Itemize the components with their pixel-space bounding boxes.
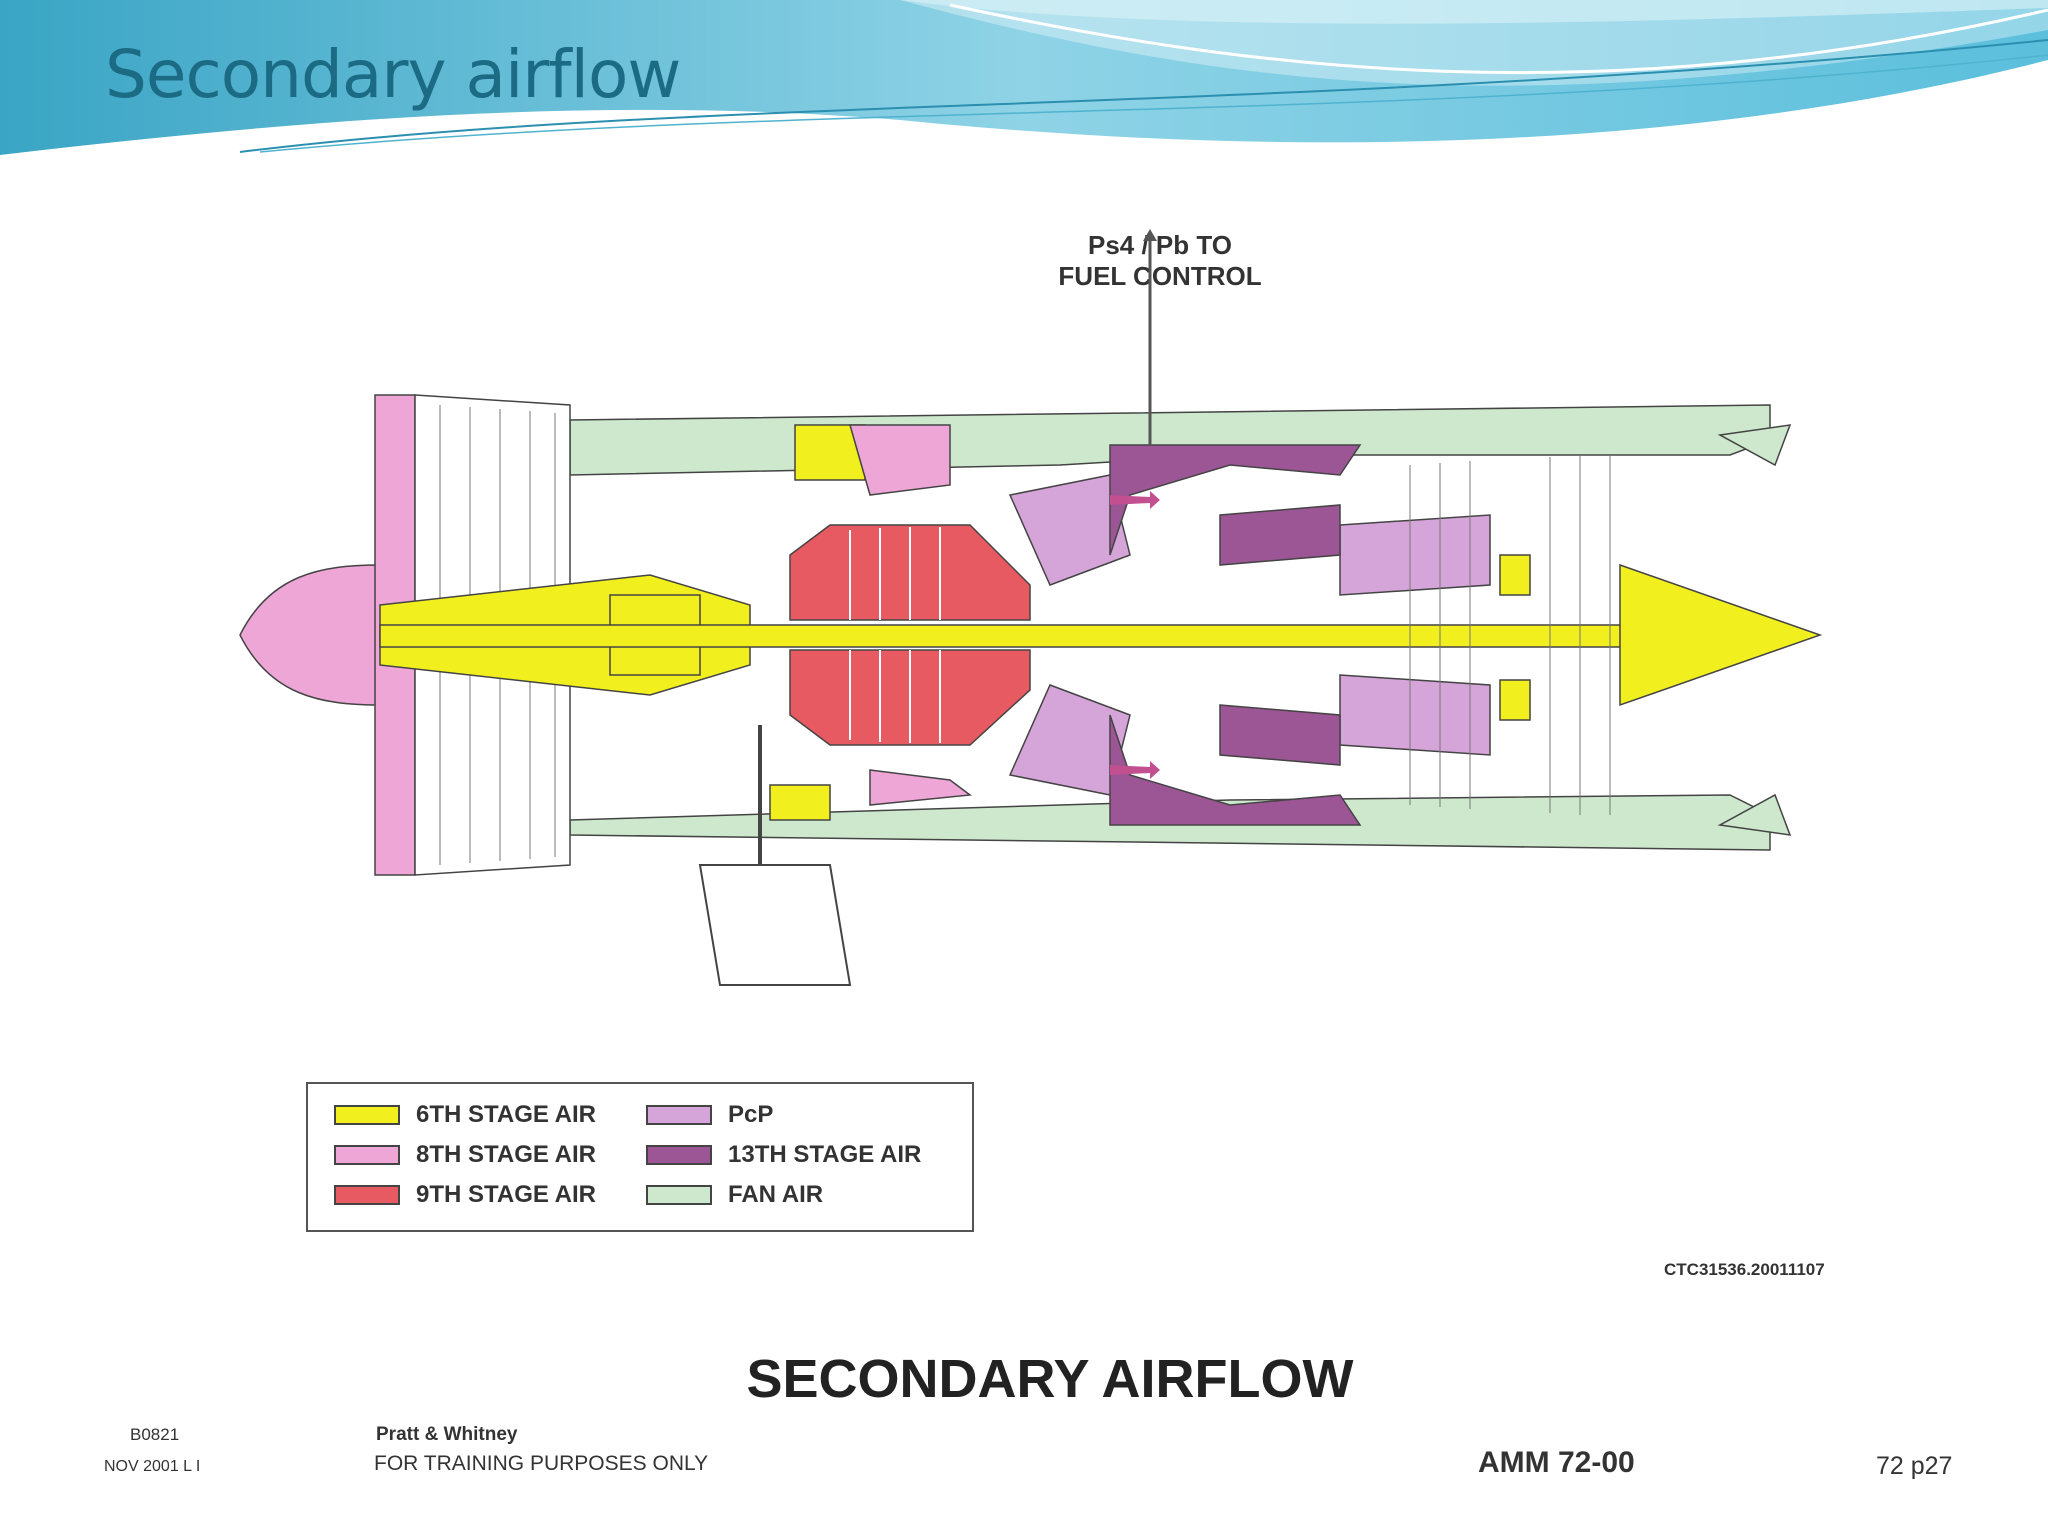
legend-label: 13TH STAGE AIR <box>728 1141 922 1168</box>
thirteenth-stage-top <box>1109 444 1362 556</box>
callout-line-2: FUEL CONTROL <box>1058 261 1262 291</box>
flow-arrow-top <box>1110 491 1160 509</box>
thirteenth-stage-mid-bottom <box>1219 704 1341 766</box>
legend-item-13th-stage: 13TH STAGE AIR <box>646 1140 921 1170</box>
legend-swatch <box>334 1105 400 1125</box>
eighth-stage-bottom <box>869 769 972 806</box>
legend-swatch <box>646 1105 712 1125</box>
sixth-stage-rear-bottom <box>1499 679 1531 721</box>
company-name: Pratt & Whitney <box>376 1424 518 1445</box>
callout-arrowhead <box>1143 229 1157 241</box>
legend-item-8th-stage: 8TH STAGE AIR <box>334 1140 596 1170</box>
legend-label: PcP <box>728 1101 774 1128</box>
legend-label: 8TH STAGE AIR <box>416 1141 597 1168</box>
training-notice: FOR TRAINING PURPOSES ONLY <box>374 1452 709 1475</box>
legend-item-9th-stage: 9TH STAGE AIR <box>334 1180 596 1210</box>
legend-swatch <box>334 1145 400 1165</box>
slide-title: Secondary airflow <box>105 36 681 113</box>
fan-air-exit-top <box>1717 424 1792 467</box>
legend-swatch <box>334 1185 400 1205</box>
figure-code: CTC31536.20011107 <box>1664 1260 1825 1279</box>
legend: 6TH STAGE AIR 8TH STAGE AIR 9TH STAGE AI… <box>306 1082 974 1232</box>
pcp-region-bottom <box>1008 684 1131 796</box>
fan-air-exit-bottom <box>1717 793 1792 836</box>
legend-swatch <box>646 1185 712 1205</box>
thirteenth-stage-mid-top <box>1219 504 1341 566</box>
pcp-region-top <box>1008 474 1131 586</box>
callout-line-1: Ps4 / Pb TO <box>1087 230 1232 260</box>
eighth-stage-top <box>849 424 951 496</box>
thirteenth-stage-bottom <box>1109 714 1362 826</box>
flow-arrow-bottom <box>1110 761 1160 779</box>
diagram-title: SECONDARY AIRFLOW <box>746 1349 1354 1409</box>
legend-label: 6TH STAGE AIR <box>416 1101 597 1128</box>
legend-swatch <box>646 1145 712 1165</box>
manual-reference: AMM 72-00 <box>1478 1446 1635 1479</box>
doc-code: B0821 <box>130 1425 180 1444</box>
engine-cross-section <box>239 229 1823 986</box>
legend-label: FAN AIR <box>728 1181 824 1208</box>
legend-item-pcp: PcP <box>646 1100 773 1130</box>
pcp-rear-top <box>1339 514 1491 596</box>
legend-item-fan-air: FAN AIR <box>646 1180 823 1210</box>
sixth-stage-block-bottom <box>769 784 831 821</box>
inlet-spinner <box>239 564 381 706</box>
legend-item-6th-stage: 6TH STAGE AIR <box>334 1100 596 1130</box>
accessory-gearbox <box>698 864 852 986</box>
page-reference: 72 p27 <box>1876 1452 1953 1480</box>
pcp-rear-bottom <box>1339 674 1491 756</box>
exhaust-cone <box>1619 563 1823 707</box>
legend-label: 9TH STAGE AIR <box>416 1181 597 1208</box>
header-banner <box>0 0 2048 155</box>
doc-date: NOV 2001 L I <box>104 1458 201 1475</box>
main-shaft <box>379 624 1731 648</box>
sixth-stage-rear-top <box>1499 554 1531 596</box>
callout-label: Ps4 / Pb TO FUEL CONTROL <box>1000 230 1320 292</box>
